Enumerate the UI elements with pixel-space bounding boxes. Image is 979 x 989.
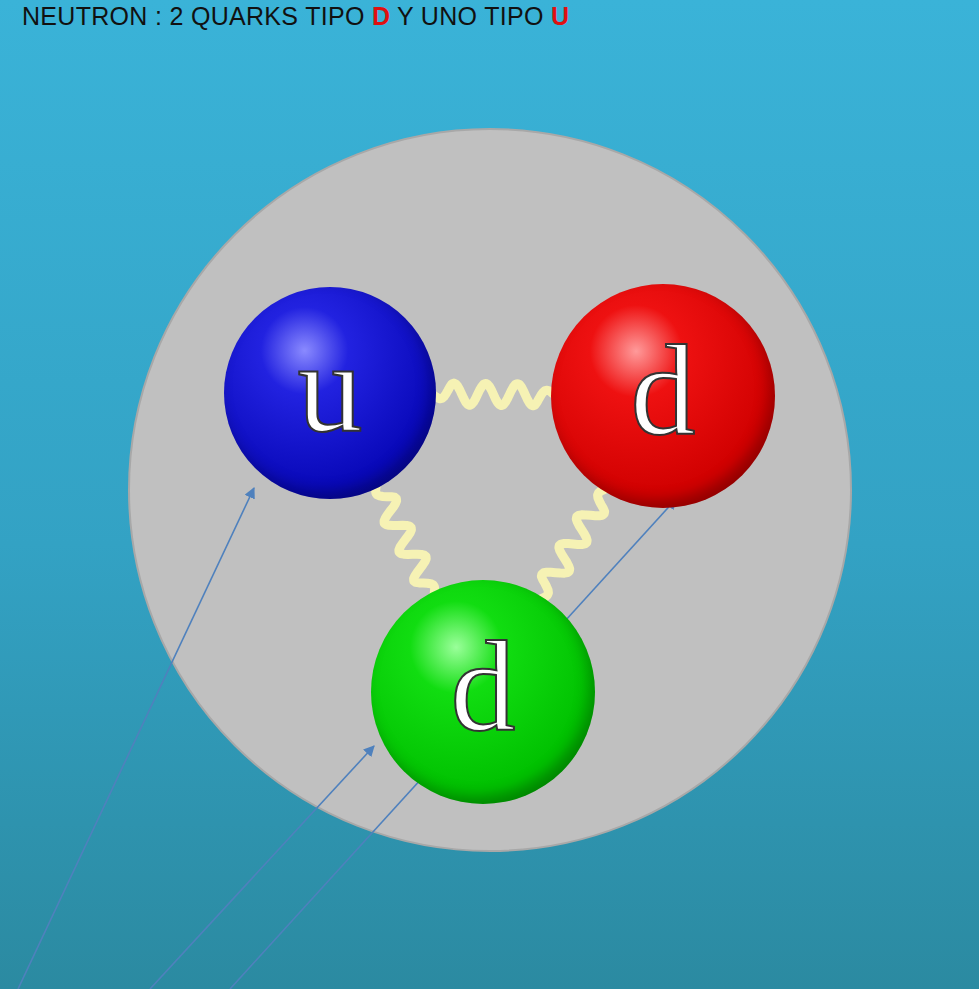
neutron-circle bbox=[129, 129, 851, 851]
quark-ball: d bbox=[551, 284, 775, 508]
quark-letter: d bbox=[451, 621, 516, 763]
gluon-line bbox=[430, 383, 557, 406]
gluon-line bbox=[376, 482, 435, 598]
quark-ball: u bbox=[224, 287, 436, 499]
gluon-line bbox=[538, 487, 608, 602]
quark-letter: d bbox=[631, 325, 696, 467]
quark-letter: u bbox=[298, 322, 363, 464]
title: NEUTRON : 2 QUARKS TIPO D Y UNO TIPO U bbox=[22, 2, 569, 31]
pointer-arrows bbox=[18, 488, 676, 989]
quark-ball: d bbox=[371, 580, 595, 804]
